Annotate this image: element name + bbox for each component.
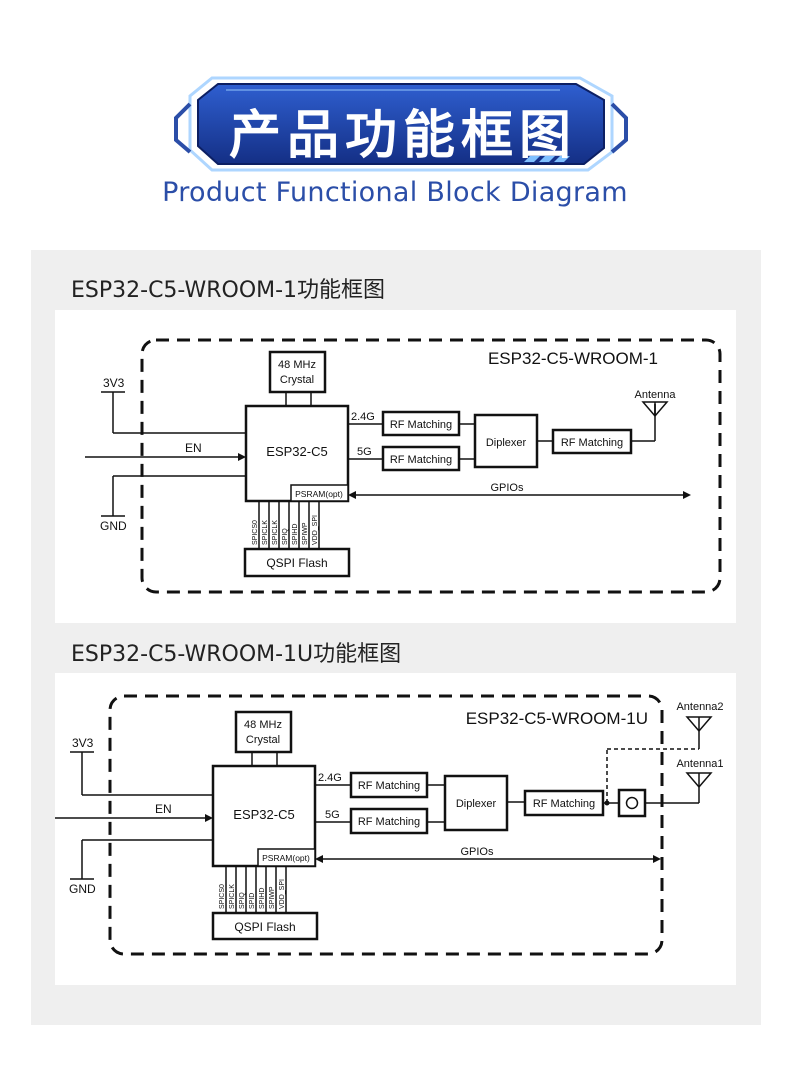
band-5-label: 5G [325, 809, 340, 821]
antenna1-label: Antenna1 [676, 758, 723, 770]
psram-label: PSRAM(opt) [262, 853, 310, 863]
band-24-label: 2.4G [318, 772, 342, 784]
flash-pin-1: SPICLK [262, 520, 269, 545]
diplexer-block [443, 774, 509, 832]
pin-gnd-label: GND [69, 882, 96, 896]
pin-3v3-label: 3V3 [72, 736, 94, 750]
flash-pin-5: SPIWP [269, 886, 276, 909]
qspi-flash-block [211, 911, 319, 941]
page-title: 产品功能框图 [228, 105, 577, 166]
flash-pin-0: SPICS0 [219, 884, 226, 909]
flash-pin-4: SPIHD [259, 888, 266, 909]
block-diagram-wroom-1: ESP32-C5-WROOM-1 48 MHz Crystal ESP32-C5… [85, 338, 722, 594]
header: 产品功能框图 Product Functional Block Diagram [0, 0, 790, 230]
flash-pin-3: SPIQ [282, 528, 289, 545]
rf-matching-5-label: RF Matching [390, 454, 452, 466]
antenna-icon [641, 401, 669, 418]
band-24-label: 2.4G [351, 411, 375, 423]
section-title-wroom-1: ESP32-C5-WROOM-1功能框图 [71, 278, 386, 303]
diagram-card-wroom-1u: ESP32-C5-WROOM-1U 48 MHz Crystal ESP32-C… [55, 673, 736, 985]
flash-pin-4: SPIHD [292, 524, 299, 545]
rf-matching-24-label: RF Matching [358, 780, 420, 792]
gpios-label: GPIOs [490, 482, 524, 494]
antenna2-label: Antenna2 [676, 701, 723, 713]
rf-matching-24-label: RF Matching [390, 419, 452, 431]
section-title-wroom-1u: ESP32-C5-WROOM-1U功能框图 [71, 642, 402, 667]
module-boundary [140, 338, 722, 594]
module-name-label: ESP32-C5-WROOM-1 [488, 349, 658, 368]
flash-pin-lines [225, 866, 287, 913]
pin-3v3-label: 3V3 [103, 376, 125, 390]
antenna2-icon [685, 716, 713, 733]
diplexer-label: Diplexer [486, 437, 527, 449]
crystal-label-line1: 48 MHz [244, 719, 282, 731]
diagram-card-wroom-1: ESP32-C5-WROOM-1 48 MHz Crystal ESP32-C5… [55, 310, 736, 623]
rf-matching-out-label: RF Matching [533, 798, 595, 810]
qspi-flash-block [243, 547, 351, 578]
rf-matching-24-block [349, 771, 429, 799]
crystal-block [268, 350, 327, 394]
flash-pin-5: SPIWP [302, 522, 309, 545]
flash-pin-2: SPICLK [272, 520, 279, 545]
flash-pin-6: VDD_SPI [312, 515, 319, 545]
connector-icon [625, 796, 639, 810]
psram-label: PSRAM(opt) [295, 489, 343, 499]
rf-matching-5-label: RF Matching [358, 816, 420, 828]
antenna-label: Antenna [635, 389, 677, 401]
flash-pin-0: SPICS0 [252, 520, 259, 545]
rf-matching-out-label: RF Matching [561, 437, 623, 449]
connector-block [617, 788, 647, 818]
crystal-label-line2: Crystal [246, 734, 280, 746]
rf-matching-5-block [349, 807, 429, 835]
module-name-label: ESP32-C5-WROOM-1U [466, 709, 648, 728]
gpios-label: GPIOs [460, 846, 494, 858]
flash-pin-lines [258, 501, 320, 549]
flash-pin-6: VDD_SPI [279, 879, 286, 909]
pin-en-label: EN [185, 441, 202, 455]
qspi-flash-label: QSPI Flash [266, 556, 327, 570]
antenna1-icon [685, 772, 713, 789]
pin-en-label: EN [155, 802, 172, 816]
flash-pin-2: SPIQ [239, 892, 246, 909]
diplexer-label: Diplexer [456, 798, 497, 810]
crystal-label-line2: Crystal [280, 374, 314, 386]
page-subtitle: Product Functional Block Diagram [162, 177, 628, 208]
block-diagram-wroom-1u: ESP32-C5-WROOM-1U 48 MHz Crystal ESP32-C… [55, 694, 724, 956]
flash-pin-1: SPICLK [229, 884, 236, 909]
rf-matching-out-block [523, 789, 605, 817]
banner-frame [174, 76, 628, 172]
band-5-label: 5G [357, 446, 372, 458]
crystal-label-line1: 48 MHz [278, 359, 316, 371]
chip-label: ESP32-C5 [266, 444, 327, 459]
module-boundary [108, 694, 664, 956]
flash-pin-3: SPID [249, 893, 256, 909]
chip-label: ESP32-C5 [233, 807, 294, 822]
crystal-block [234, 710, 293, 754]
qspi-flash-label: QSPI Flash [234, 920, 295, 934]
pin-gnd-label: GND [100, 519, 127, 533]
